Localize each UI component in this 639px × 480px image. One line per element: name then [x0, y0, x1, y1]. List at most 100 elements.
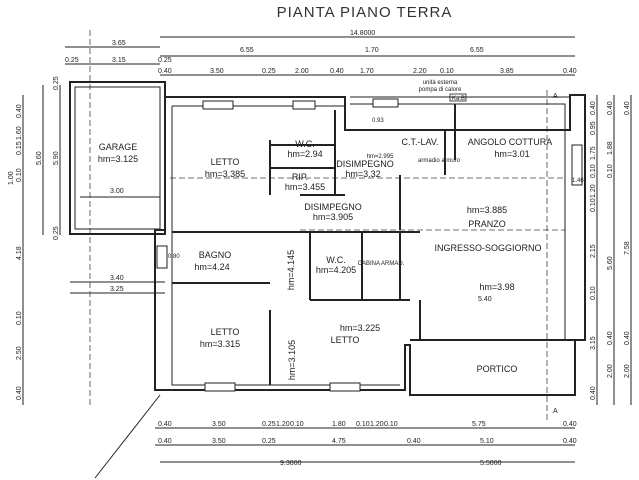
- dim-total: 5.5000: [480, 460, 502, 467]
- dim-label: 2.00: [295, 68, 309, 75]
- ka-label: Ka.B: [452, 96, 465, 102]
- external-unit-label: unità esterna: [423, 80, 458, 86]
- dim-label: 0.10: [356, 421, 370, 428]
- corridor-heights: hm=4.145 hm=3.105 hm=2.995: [286, 154, 394, 380]
- dim-label: 3.50: [212, 438, 226, 445]
- room-disimpegno1-height: hm=3.32: [345, 169, 380, 179]
- armadio-label: armadio a muro: [418, 158, 461, 164]
- dim-label: 0.10: [590, 164, 597, 178]
- ct-dim-label: 0.93: [372, 118, 384, 124]
- dim-label: 0.40: [590, 101, 597, 115]
- dim-label: 4.18: [16, 246, 23, 260]
- dim-label: 1.75: [590, 146, 597, 160]
- dim-label: 3.65: [112, 40, 126, 47]
- dim-label: 0.25: [262, 68, 276, 75]
- section-label-bottom: A: [553, 408, 558, 415]
- dim-label: 6.55: [470, 47, 484, 54]
- dim-label: 0.40: [330, 68, 344, 75]
- dim-label: 0.40: [158, 421, 172, 428]
- dim-label: 0.10: [590, 198, 597, 212]
- dim-label: 4.75: [332, 438, 346, 445]
- dim-label: 1.70: [360, 68, 374, 75]
- corridor-height: hm=4.145: [286, 250, 296, 290]
- dim-label: 5.60: [36, 151, 43, 165]
- room-letto1-height: hm=3.385: [205, 169, 245, 179]
- dim-label: 6.55: [240, 47, 254, 54]
- room-cucina-name: ANGOLO COTTURA: [468, 137, 553, 147]
- room-garage-height: hm=3.125: [98, 154, 138, 164]
- dim-label: 5.60: [607, 256, 614, 270]
- dim-label: 5.90: [53, 151, 60, 165]
- dim-label: 0.40: [158, 68, 172, 75]
- dim-label: 2.15: [590, 244, 597, 258]
- heat-pump-label: pompa di calore: [419, 87, 462, 93]
- bagno-dim-label: 3.40: [110, 275, 124, 282]
- dim-label: 0.40: [607, 101, 614, 115]
- dim-label: 0.10: [590, 286, 597, 300]
- dim-label: 0.40: [590, 386, 597, 400]
- dimension-lines: [22, 36, 632, 479]
- section-label-top: A: [553, 93, 558, 100]
- page-title: PIANTA PIANO TERRA: [276, 4, 453, 21]
- room-bagno-height: hm=4.24: [194, 262, 229, 272]
- room-letto3-height: hm=3.225: [340, 323, 380, 333]
- dim-overall: 14.8000: [350, 30, 375, 37]
- dim-label: 1.70: [365, 47, 379, 54]
- room-letto2-height: hm=3.315: [200, 339, 240, 349]
- room-labels: GARAGE hm=3.125 LETTO hm=3.385 W.C. hm=2…: [98, 137, 552, 374]
- dim-label: 0.25: [262, 438, 276, 445]
- dim-label: 0.40: [158, 438, 172, 445]
- dim-label: 0.25: [53, 76, 60, 90]
- corridor-height: hm=3.105: [287, 340, 297, 380]
- dim-label: 0.40: [624, 101, 631, 115]
- room-pranzo-name: PRANZO: [468, 219, 506, 229]
- bottom-dimension-labels: 0.40 3.50 0.25 1.20 0.10 1.80 0.10 1.20 …: [158, 421, 577, 467]
- room-wc1-height: hm=2.94: [287, 149, 322, 159]
- dim-label: 0.40: [16, 104, 23, 118]
- top-dimension-labels: 14.8000 3.65 6.55 1.70 6.55 0.25 3.15 0.…: [65, 30, 577, 75]
- dim-label: 0.10: [16, 168, 23, 182]
- annotations: unità esterna pompa di calore Ka.B A A 3…: [110, 80, 584, 415]
- corridor-height: hm=2.995: [367, 154, 395, 160]
- walls: [69, 81, 586, 396]
- dim-label: 0.95: [590, 121, 597, 135]
- dim-label: 0.40: [563, 438, 577, 445]
- room-letto3-name: LETTO: [331, 335, 360, 345]
- dim-label: 1.88: [607, 141, 614, 155]
- dim-label: 0.25: [53, 226, 60, 240]
- dim-label: 2.00: [607, 364, 614, 378]
- dim-label: 2.20: [413, 68, 427, 75]
- room-soggiorno-height: hm=3.98: [479, 282, 514, 292]
- dim-label: 1.20: [370, 421, 384, 428]
- dim-label: 1.60: [16, 126, 23, 140]
- room-wc2-name: W.C.: [326, 255, 346, 265]
- dim-label: 0.40: [563, 421, 577, 428]
- pranzo-width-label: 5.40: [478, 296, 492, 303]
- dim-label: 3.15: [590, 336, 597, 350]
- dim-label: 3.85: [500, 68, 514, 75]
- dim-label: 5.10: [480, 438, 494, 445]
- room-letto2-name: LETTO: [211, 327, 240, 337]
- room-wc2-height: hm=4.205: [316, 265, 356, 275]
- room-pranzo-height: hm=3.885: [467, 205, 507, 215]
- room-ct-lav-name: C.T.-LAV.: [401, 137, 438, 147]
- dim-label: 1.80: [332, 421, 346, 428]
- dim-label: 5.75: [472, 421, 486, 428]
- room-disimpegno2-name: DISIMPEGNO: [304, 202, 362, 212]
- dim-label: 2.50: [16, 346, 23, 360]
- dim-label: 0.10: [607, 164, 614, 178]
- room-wc1-name: W.C.: [295, 139, 315, 149]
- room-cabina-name: CABINA ARMAD.: [358, 261, 405, 267]
- right-dimension-labels: 0.40 0.95 1.75 0.10 1.20 0.10 2.15 0.10 …: [590, 101, 631, 400]
- room-cucina-height: hm=3.01: [494, 149, 529, 159]
- dim-label: 1.20: [590, 184, 597, 198]
- dim-label: 1.20: [276, 421, 290, 428]
- dim-label: 3.50: [210, 68, 224, 75]
- dim-label: 0.25: [262, 421, 276, 428]
- room-rip-name: RIP.: [292, 172, 308, 182]
- bagno-dim-label: 3.25: [110, 286, 124, 293]
- room-portico-name: PORTICO: [477, 364, 518, 374]
- room-soggiorno-name: INGRESSO-SOGGIORNO: [434, 243, 541, 253]
- dim-label: 3.50: [212, 421, 226, 428]
